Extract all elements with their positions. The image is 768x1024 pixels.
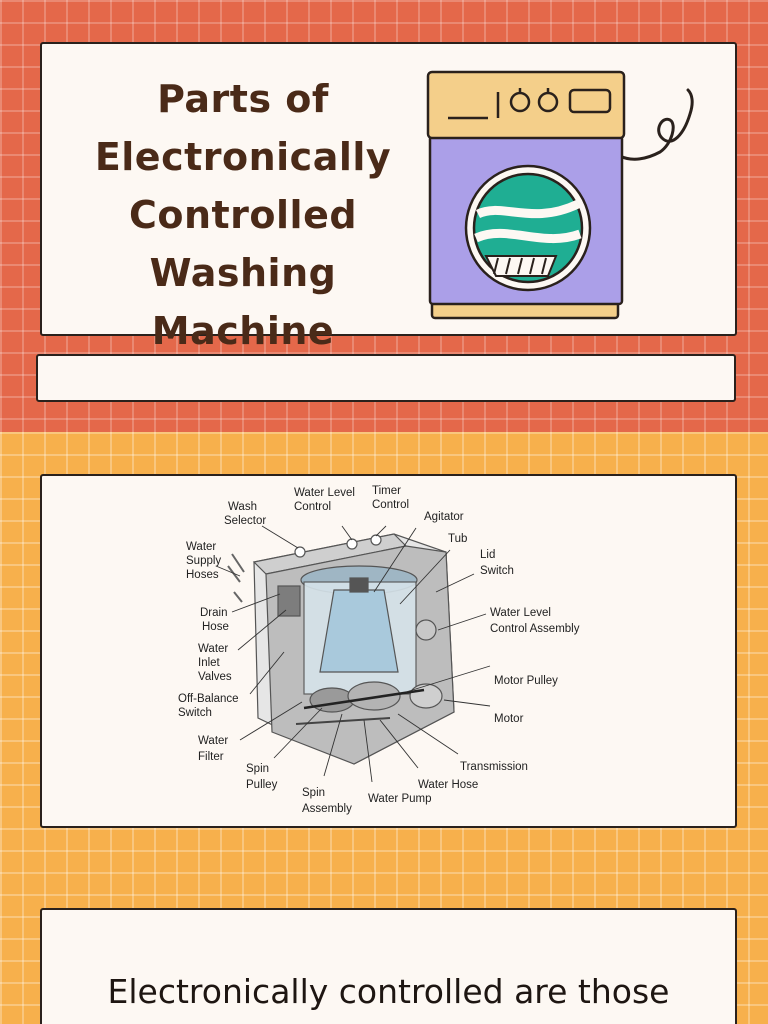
label-water-inlet-valves: Valves [198, 671, 232, 683]
label-off-balance-switch: Switch [178, 707, 212, 719]
label-water-level-control-assembly: Water Level [490, 607, 551, 619]
label-lid-switch: Lid [480, 549, 495, 561]
title-card: Parts of Electronically Controlled Washi… [40, 42, 737, 353]
label-tub: Tub [448, 533, 467, 545]
label-water-supply-hoses: Water [186, 541, 216, 553]
washing-machine-illustration [426, 70, 694, 320]
washer-control-panel [426, 70, 626, 140]
label-transmission: Transmission [460, 761, 528, 773]
label-timer-control: Timer [372, 485, 401, 497]
label-drain-hose: Drain [200, 607, 227, 619]
display-panel [568, 88, 612, 114]
label-water-hose: Water Hose [418, 779, 478, 791]
diagram-card: Wash Selector Water Level Control Timer … [40, 474, 737, 828]
description-text: Electronically controlled are those [107, 972, 670, 1011]
label-spin-pulley: Spin [246, 763, 269, 775]
label-lid-switch: Switch [480, 565, 514, 577]
subtitle-strip [36, 354, 736, 402]
label-spin-pulley: Pulley [246, 779, 278, 791]
label-water-filter: Water [198, 735, 228, 747]
title-line: Electronically [94, 135, 392, 179]
machine-cutaway [227, 533, 455, 765]
label-water-inlet-valves: Water [198, 643, 228, 655]
page-title: Parts of Electronically Controlled Washi… [68, 70, 418, 360]
label-water-level-control: Water Level [294, 487, 355, 499]
label-water-level-control-assembly: Control Assembly [490, 623, 580, 635]
title-line: Parts of [157, 77, 329, 121]
washing-machine-diagram: Wash Selector Water Level Control Timer … [178, 485, 580, 815]
description-card: Electronically controlled are those [40, 908, 737, 1024]
label-agitator: Agitator [424, 511, 464, 523]
label-motor: Motor [494, 713, 524, 725]
label-timer-control: Control [372, 499, 409, 511]
title-line: Washing Machine [149, 251, 337, 353]
label-wash-selector: Wash [228, 501, 257, 513]
hose-icon [618, 88, 694, 161]
label-motor-pulley: Motor Pulley [494, 675, 558, 687]
leader-lines [215, 525, 491, 783]
label-water-level-control: Control [294, 501, 331, 513]
label-wash-selector: Selector [224, 515, 266, 527]
label-off-balance-switch: Off-Balance [178, 693, 239, 705]
label-water-inlet-valves: Inlet [198, 657, 221, 669]
label-water-supply-hoses: Hoses [186, 569, 219, 581]
label-water-supply-hoses: Supply [186, 555, 221, 567]
label-drain-hose: Hose [202, 621, 229, 633]
label-water-pump: Water Pump [368, 793, 431, 805]
label-spin-assembly: Spin [302, 787, 325, 799]
title-line: Controlled [128, 193, 358, 237]
label-water-filter: Filter [198, 751, 224, 763]
label-spin-assembly: Assembly [302, 803, 352, 815]
